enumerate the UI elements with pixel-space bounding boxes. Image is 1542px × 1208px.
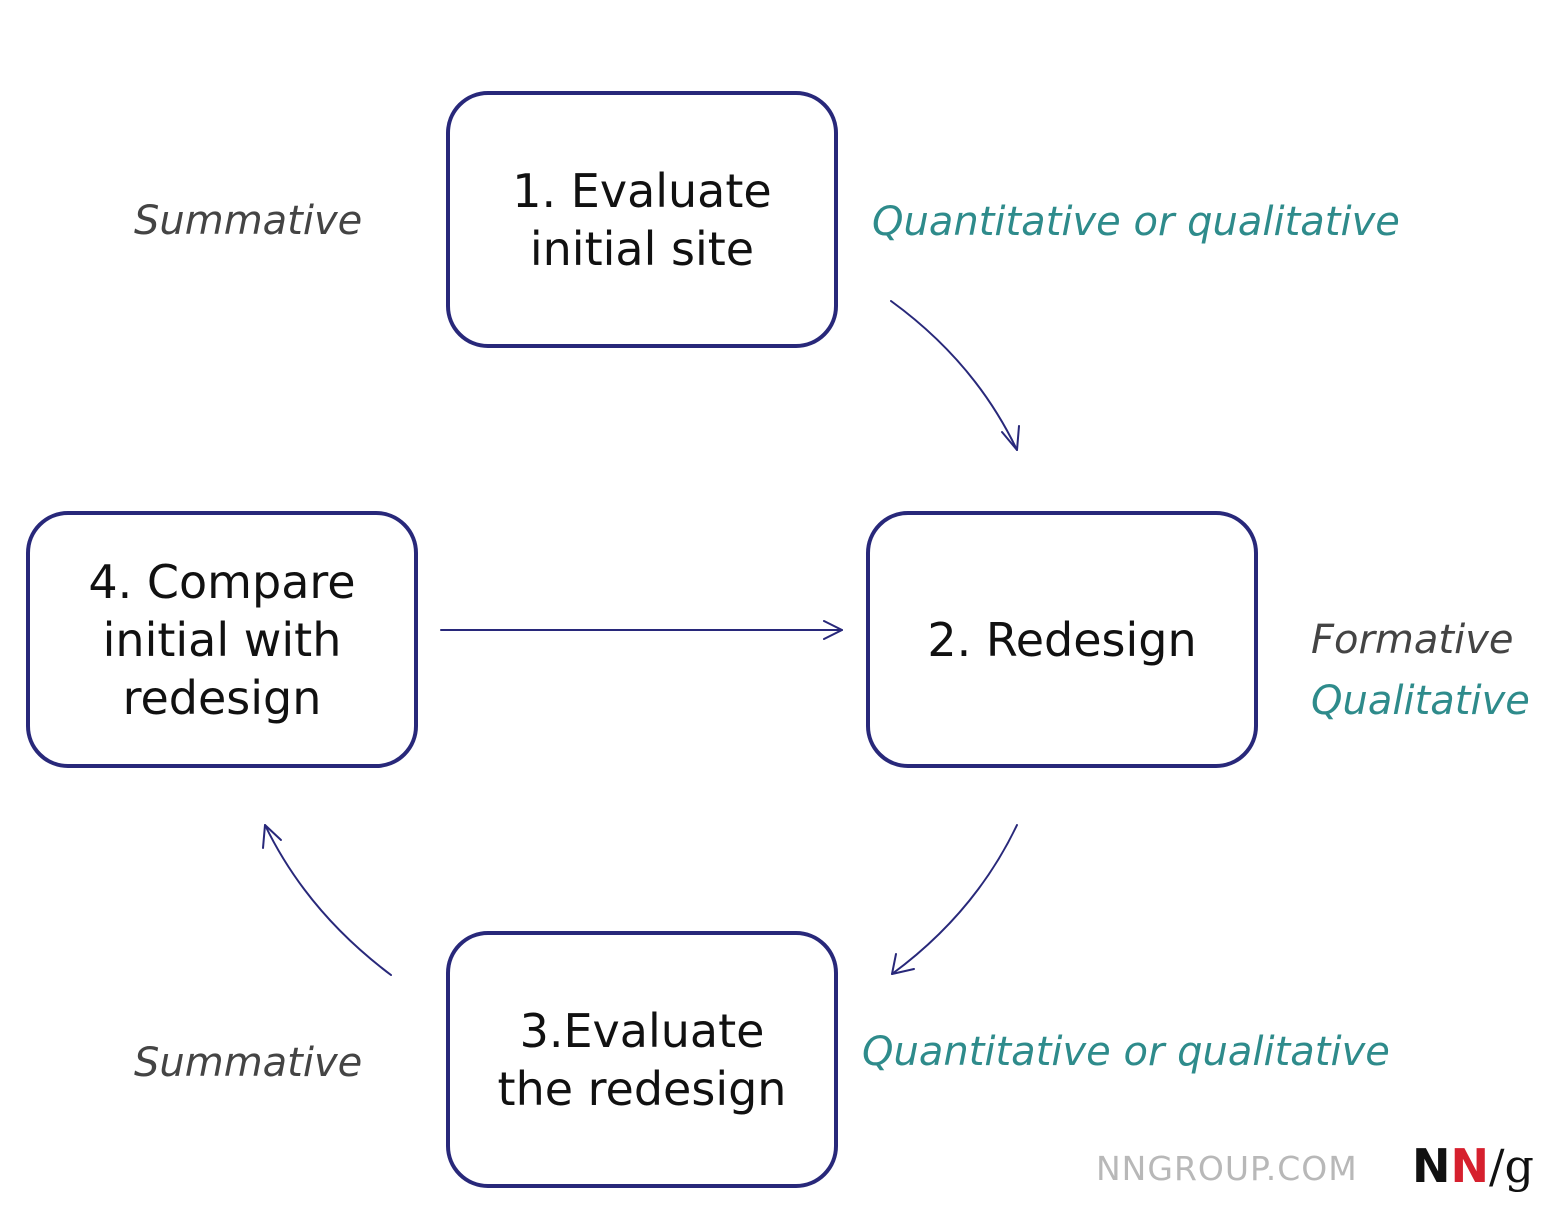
arrow-step2-to-step3 bbox=[891, 824, 1018, 975]
logo-letter-g: g bbox=[1504, 1139, 1534, 1193]
quantitative-or-qualitative-note-top: Quantitative or qualitative bbox=[872, 199, 1400, 245]
nng-logo: NN/g bbox=[1412, 1138, 1534, 1194]
quantitative-or-qualitative-note-bottom: Quantitative or qualitative bbox=[862, 1029, 1390, 1075]
step-1-box: 1. Evaluate initial site bbox=[446, 91, 838, 348]
step-4-label: 4. Compare initial with redesign bbox=[88, 554, 356, 725]
formative-note: Formative bbox=[1311, 617, 1514, 663]
logo-letter-n2: N bbox=[1450, 1139, 1490, 1193]
arrow-step1-to-step2 bbox=[890, 300, 1020, 451]
step-3-label: 3.Evaluate the redesign bbox=[497, 1003, 787, 1116]
logo-slash: / bbox=[1489, 1139, 1505, 1193]
step-1-label: 1. Evaluate initial site bbox=[512, 163, 772, 276]
step-3-box: 3.Evaluate the redesign bbox=[446, 931, 838, 1188]
qualitative-note: Qualitative bbox=[1311, 678, 1530, 724]
arrow-step3-to-step4 bbox=[262, 824, 392, 976]
logo-letter-n1: N bbox=[1412, 1139, 1451, 1193]
step-4-box: 4. Compare initial with redesign bbox=[26, 511, 418, 768]
summative-note-top: Summative bbox=[134, 198, 363, 244]
summative-note-bottom: Summative bbox=[134, 1040, 363, 1086]
arrow-step4-to-step2 bbox=[440, 620, 843, 640]
step-2-box: 2. Redesign bbox=[866, 511, 1258, 768]
footer-url: NNGROUP.COM bbox=[1096, 1149, 1358, 1188]
step-2-label: 2. Redesign bbox=[927, 612, 1197, 667]
